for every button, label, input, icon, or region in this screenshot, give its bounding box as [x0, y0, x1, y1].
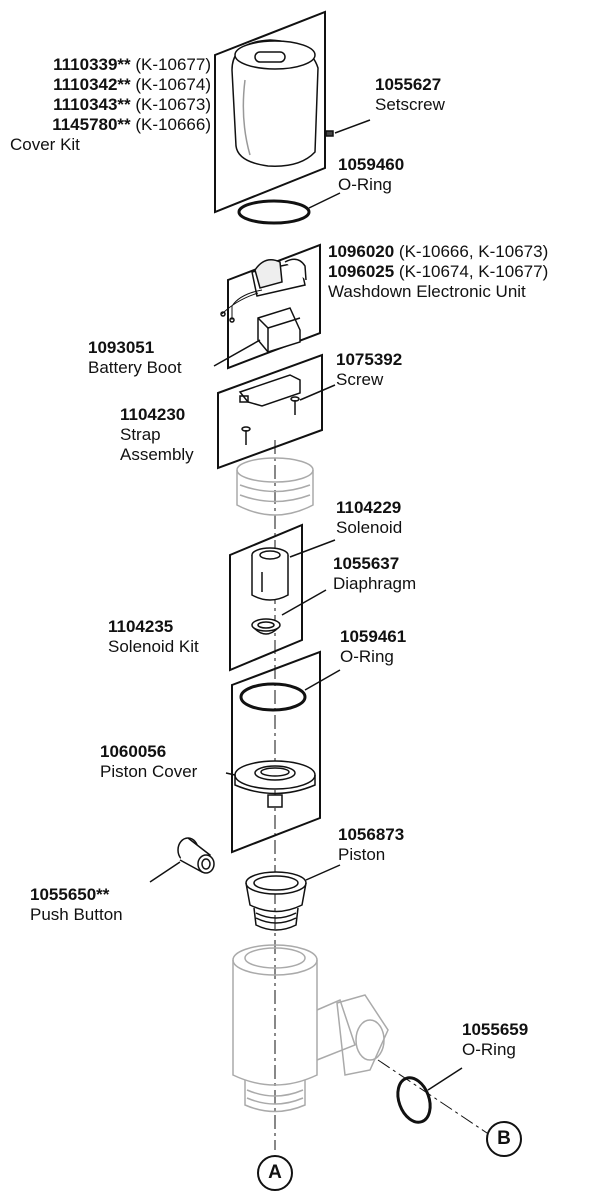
nut-part: [236, 457, 314, 516]
battery-boot-part: [257, 307, 301, 353]
push-button-part: [177, 837, 215, 874]
piston-cover-label: 1060056 Piston Cover: [100, 742, 198, 781]
strap-assembly-panel: [217, 353, 323, 470]
setscrew-label: 1055627 Setscrew: [375, 75, 445, 114]
push-button-label: 1055650** Push Button: [30, 885, 123, 924]
valve-body-part: [232, 944, 389, 1113]
cover-kit-panel: [214, 10, 326, 214]
solenoid-kit-label: 1104235 Solenoid Kit: [108, 617, 199, 656]
solenoid-part: [251, 547, 289, 601]
strap-part: [238, 374, 301, 407]
electronic-unit-label: 1096020 (K-10666, K-10673) 1096025 (K-10…: [328, 242, 549, 301]
cover-kit-label: 1110339** (K-10677) 1110342** (K-10674) …: [52, 55, 211, 135]
diaphragm-part: [251, 618, 281, 635]
cover-part: [231, 39, 319, 167]
battery-boot-label: 1093051 Battery Boot: [88, 338, 182, 377]
electronic-unit-part: [220, 258, 307, 323]
screw-part: [241, 396, 300, 445]
oring-mid-part: [239, 682, 307, 712]
setscrew-part: [325, 130, 334, 137]
oring-side-label: 1055659 O-Ring: [462, 1020, 529, 1059]
callout-a: A: [257, 1155, 293, 1191]
strap-assembly-label: 1104230 Strap Assembly: [120, 405, 194, 464]
solenoid-kit-panel: [229, 523, 303, 672]
oring-side-part: [396, 1076, 432, 1124]
piston-part: [245, 871, 307, 931]
cover-kit-line-4: 1145780** (K-10666): [52, 115, 211, 134]
piston-cover-panel: [231, 650, 321, 854]
piston-label: 1056873 Piston: [338, 825, 405, 864]
screw-label: 1075392 Screw: [336, 350, 403, 389]
cover-kit-line-3: 1110343** (K-10673): [53, 95, 211, 114]
oring-mid-label: 1059461 O-Ring: [340, 627, 407, 666]
piston-cover-part: [234, 760, 316, 808]
diaphragm-label: 1055637 Diaphragm: [333, 554, 417, 593]
callout-b: B: [486, 1121, 522, 1157]
cover-kit-line-1: 1110339** (K-10677): [53, 55, 211, 74]
solenoid-label: 1104229 Solenoid: [336, 498, 403, 537]
cover-kit-name: Cover Kit: [10, 135, 80, 154]
cover-kit-line-2: 1110342** (K-10674): [53, 75, 211, 94]
side-axis: [377, 1059, 491, 1136]
oring-top-label: 1059460 O-Ring: [338, 155, 405, 194]
oring-top-part: [237, 199, 311, 225]
electronic-unit-panel: [227, 243, 321, 370]
